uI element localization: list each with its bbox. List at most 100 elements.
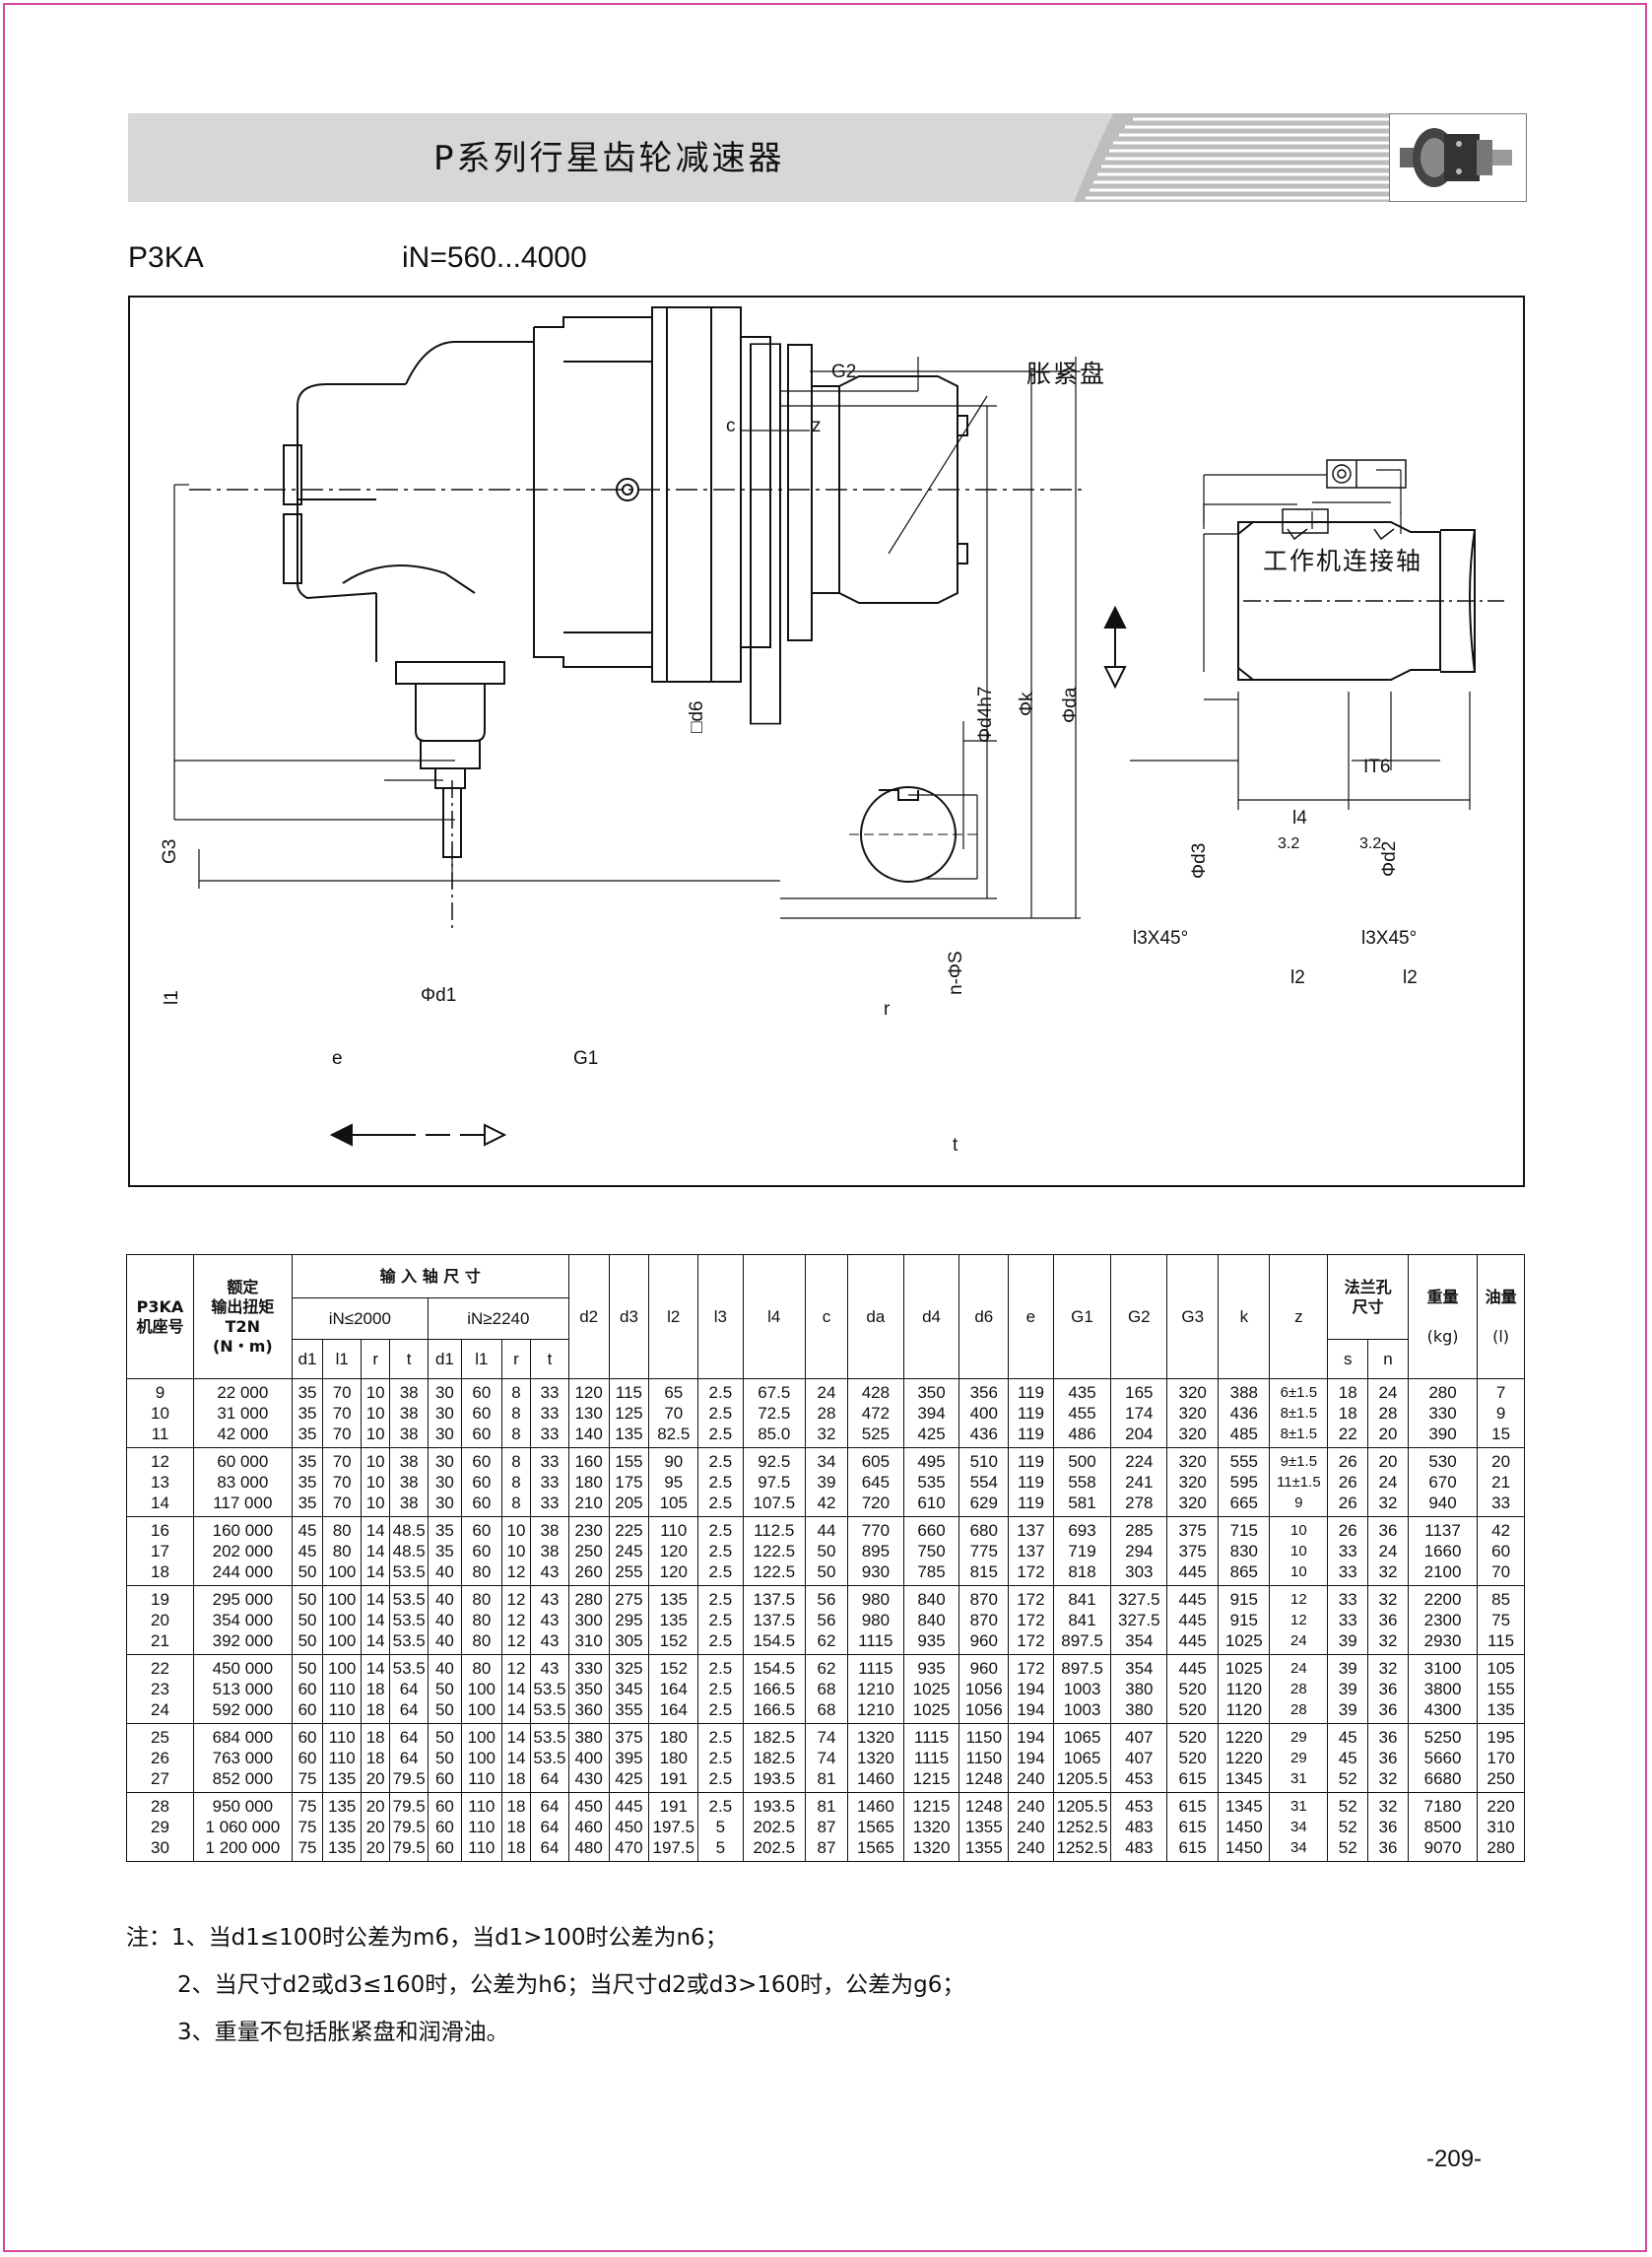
- cell-value: 425: [917, 1425, 946, 1443]
- cell-value: 152: [659, 1631, 688, 1650]
- cell-value: 35: [297, 1452, 317, 1471]
- cell-value: 2.5: [708, 1542, 733, 1560]
- cell-value: 38: [399, 1383, 419, 1402]
- cell-value: 100: [328, 1631, 357, 1650]
- cell-value: 70: [332, 1452, 352, 1471]
- cell-value: 64: [399, 1728, 419, 1747]
- cell-value: 20: [365, 1838, 385, 1857]
- cell-value: 62: [817, 1659, 836, 1678]
- cell-value: 166.5: [753, 1680, 796, 1698]
- cell-value: 1 200 000: [205, 1838, 281, 1857]
- cell-value: 327.5: [1118, 1611, 1160, 1629]
- cell-value: 325: [615, 1659, 643, 1678]
- cell-value: 56: [817, 1611, 836, 1629]
- cell-value: 35: [297, 1404, 317, 1423]
- cell-value: 205: [615, 1494, 643, 1512]
- cell-value: 154.5: [753, 1631, 796, 1650]
- label-ns: n-ΦS: [946, 951, 966, 995]
- cell-value: 445: [1178, 1611, 1207, 1629]
- cell-value: 80: [472, 1590, 492, 1609]
- cell-value: 81: [817, 1769, 836, 1788]
- cell-value: 2.5: [708, 1494, 733, 1512]
- cell-value: 31 000: [217, 1404, 269, 1423]
- cell-value: 1120: [1225, 1680, 1263, 1698]
- note-1: 注：1、当d1≤100时公差为m6，当d1>100时公差为n6；: [126, 1925, 728, 1951]
- cell-value: 4300: [1423, 1700, 1462, 1719]
- cell-value: 164: [659, 1700, 688, 1719]
- cell-value: 510: [969, 1452, 998, 1471]
- cell-value: 1252.5: [1056, 1838, 1108, 1857]
- cell-value: 62: [817, 1631, 836, 1650]
- cell-value: 28: [1289, 1681, 1307, 1697]
- cell-value: 33: [1338, 1562, 1357, 1581]
- cell-value: 202 000: [212, 1542, 274, 1560]
- cell-value: 35: [297, 1425, 317, 1443]
- page-title: P系列行星齿轮减速器: [433, 139, 785, 178]
- cell-value: 2.5: [708, 1473, 733, 1492]
- cell-value: 60: [472, 1452, 492, 1471]
- cell-value: 68: [817, 1680, 836, 1698]
- th-d2: d2: [567, 1254, 610, 1379]
- cell-value: 135: [328, 1838, 357, 1857]
- cell-value: 1210: [856, 1700, 894, 1719]
- cell-value: 1025: [912, 1700, 951, 1719]
- cell-value: 45: [1338, 1728, 1357, 1747]
- cell-value: 278: [1125, 1494, 1154, 1512]
- cell-value: 1355: [964, 1818, 1003, 1836]
- cell-value: 240: [1017, 1838, 1045, 1857]
- cell-value: 693: [1068, 1521, 1096, 1540]
- cell-value: 852 000: [212, 1769, 274, 1788]
- cell-value: 388: [1229, 1383, 1258, 1402]
- cell-value: 52: [1338, 1769, 1357, 1788]
- cell-value: 840: [917, 1590, 946, 1609]
- cell-value: 79.5: [392, 1818, 426, 1836]
- cell-value: 935: [917, 1659, 946, 1678]
- th-z: z: [1269, 1254, 1329, 1379]
- cell-value: 320: [1178, 1383, 1207, 1402]
- cell-value: 17: [151, 1542, 169, 1560]
- cell-value: 119: [1017, 1452, 1044, 1471]
- cell-value: 204: [1125, 1425, 1154, 1443]
- cell-value: 450 000: [212, 1659, 274, 1678]
- cell-value: 14: [365, 1659, 385, 1678]
- cell-value: 21: [1491, 1473, 1511, 1492]
- cell-value: 425: [615, 1769, 643, 1788]
- cell-value: 300: [574, 1611, 603, 1629]
- cell-value: 20: [365, 1818, 385, 1836]
- cell-value: 107.5: [753, 1494, 796, 1512]
- cell-value: 486: [1068, 1425, 1096, 1443]
- cell-value: 64: [399, 1749, 419, 1767]
- cell-value: 40: [434, 1562, 454, 1581]
- cell-value: 60: [297, 1680, 317, 1698]
- cell-value: 14: [365, 1562, 385, 1581]
- cell-value: 70: [1491, 1562, 1511, 1581]
- gearbox-thumbnail-icon: [1400, 128, 1512, 187]
- cell-value: 30: [434, 1425, 454, 1443]
